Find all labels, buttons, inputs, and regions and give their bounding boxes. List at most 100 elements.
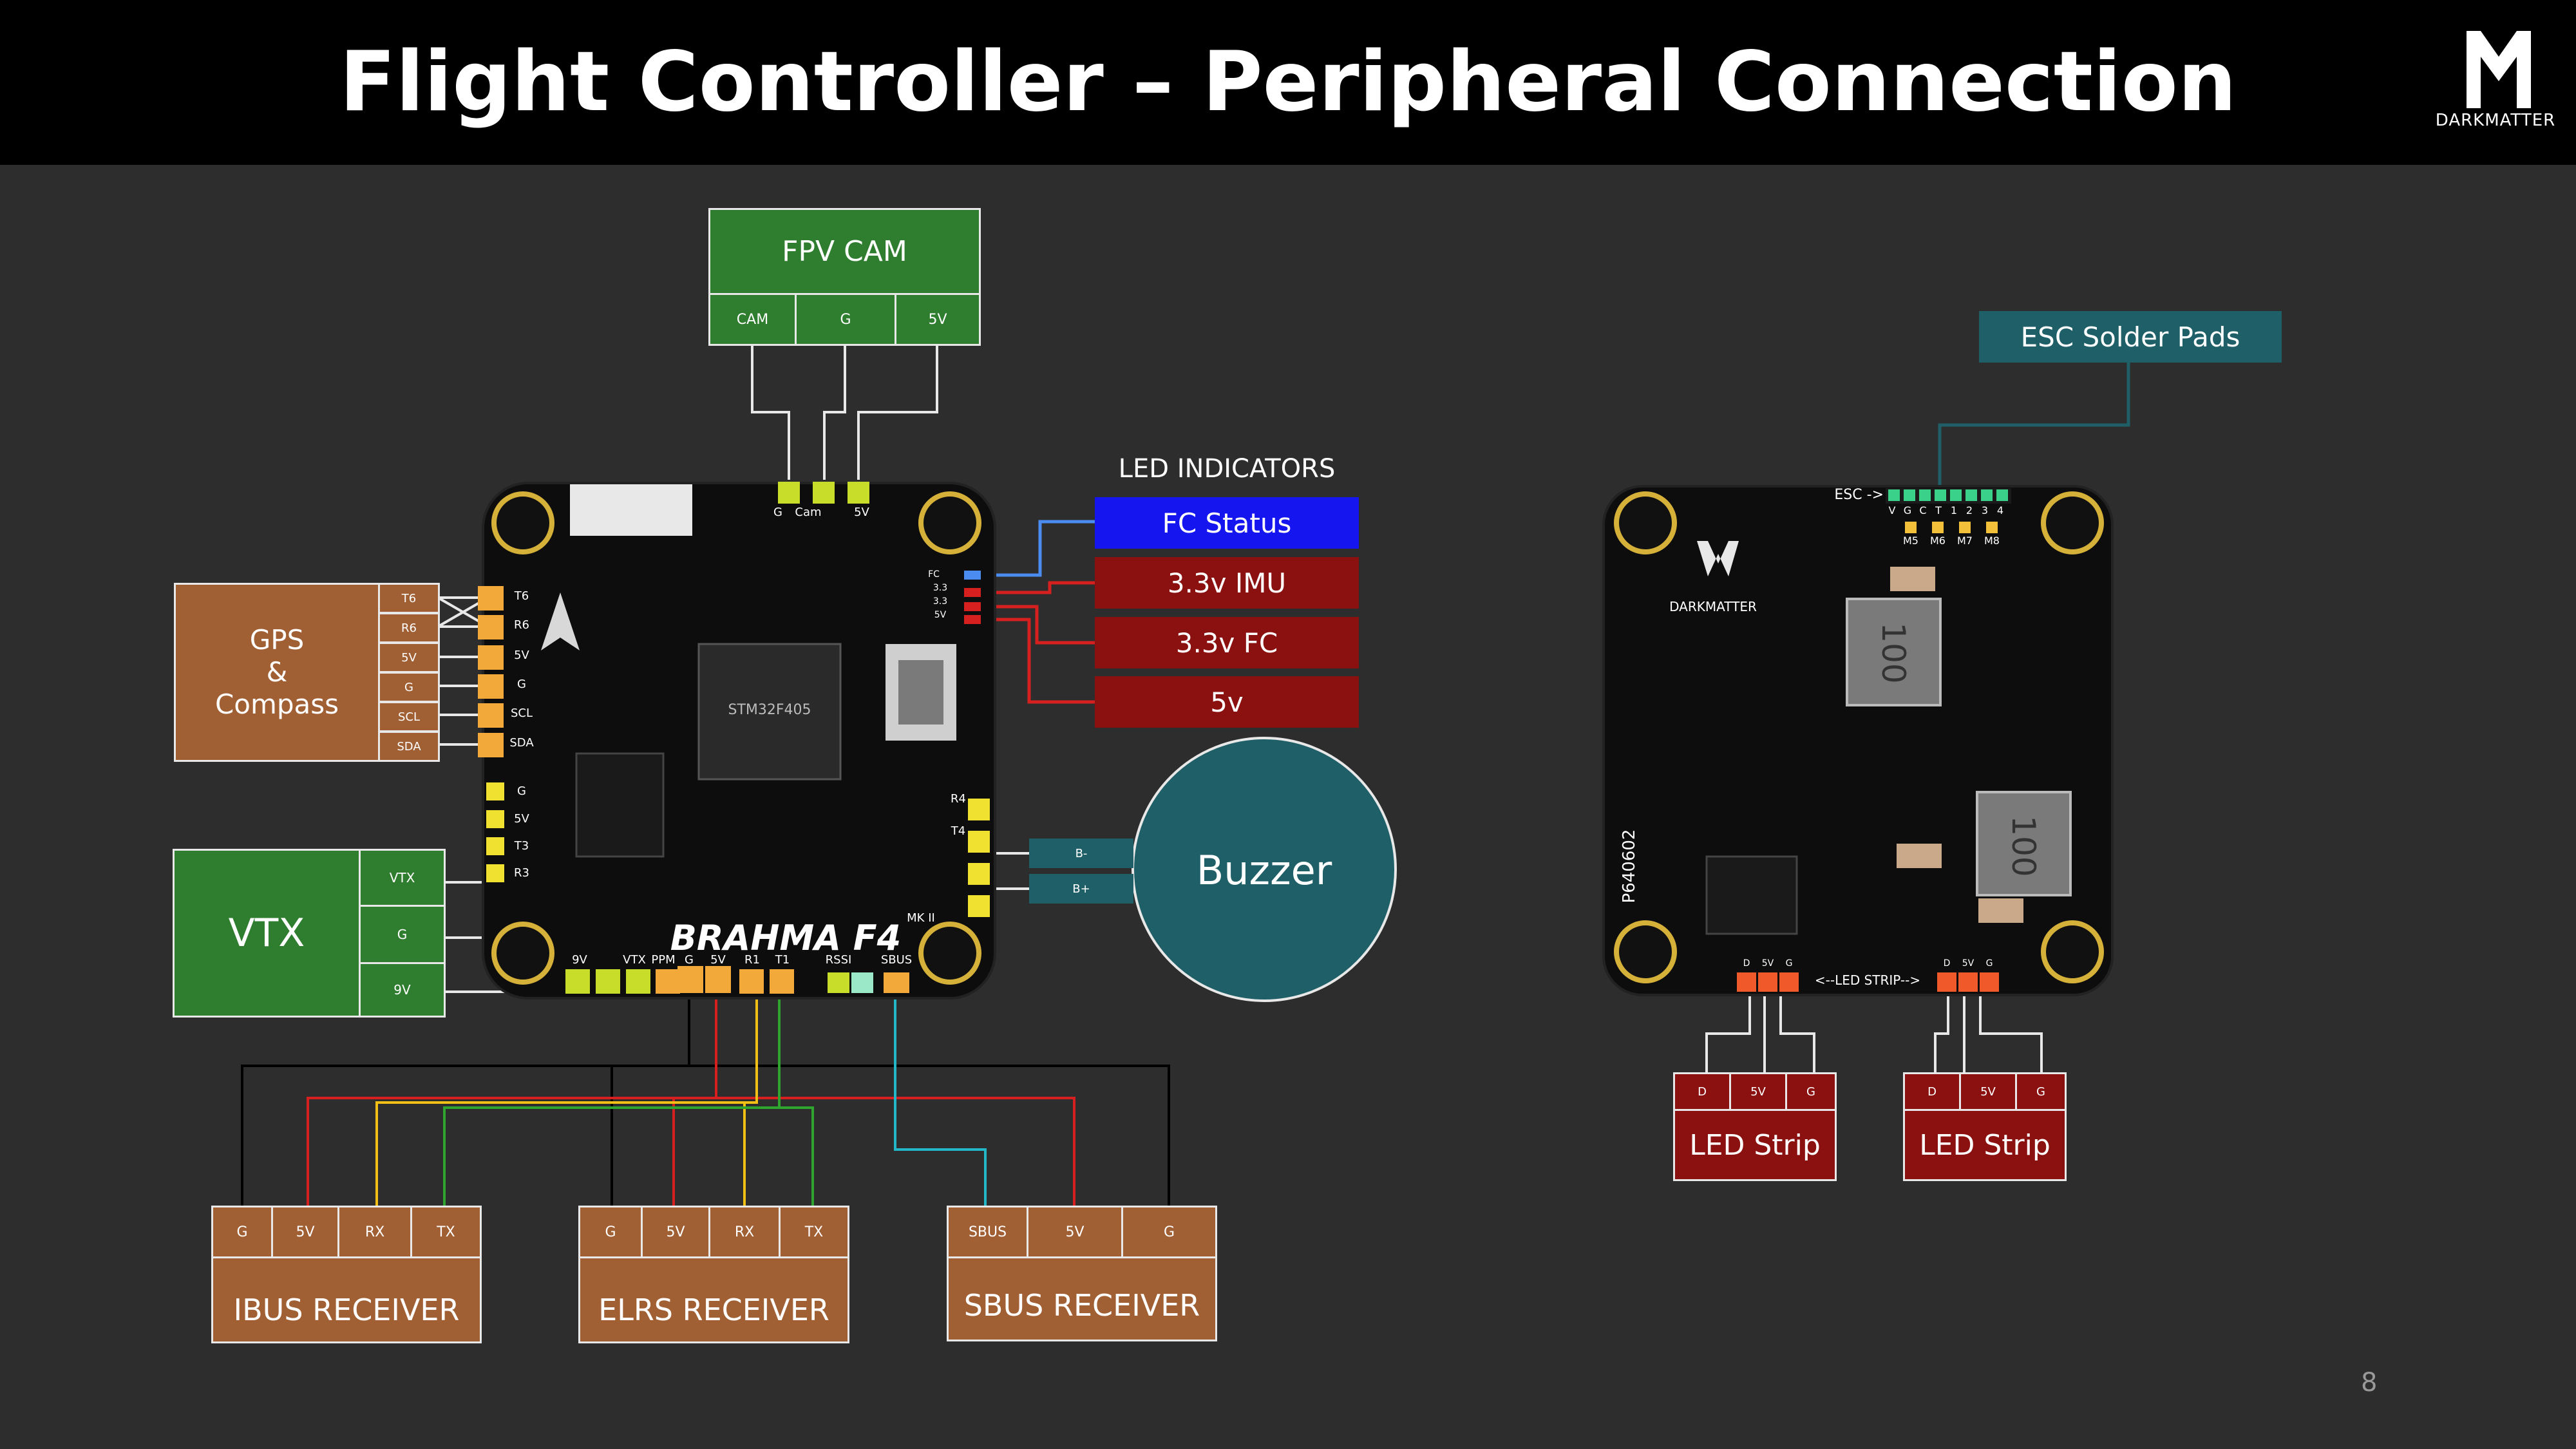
- esc-pad-label: 3: [1981, 504, 1989, 516]
- elrs-pin: TX: [779, 1206, 849, 1258]
- led-strip-1-pin: 5V: [1729, 1072, 1787, 1111]
- gps-pin: R6: [378, 612, 440, 643]
- led-strip-2-pin: G: [2015, 1072, 2067, 1111]
- ibus-pin: 5V: [271, 1206, 339, 1258]
- buzzer-pin-pos: B+: [1029, 874, 1133, 904]
- vtx-pin: VTX: [359, 849, 446, 907]
- fc-pad-label: PPM: [651, 953, 676, 967]
- page-number: 8: [2361, 1368, 2378, 1397]
- fpv-cam-title: FPV CAM: [708, 208, 981, 295]
- led-5v: 5v: [1095, 676, 1359, 728]
- esc-pad-label: 4: [1996, 504, 2004, 516]
- fc-brand-label: BRAHMA F4: [670, 918, 902, 958]
- fpv-cam-pin: G: [795, 293, 896, 346]
- pdb-inductor-2-label: 100: [2005, 815, 2042, 877]
- fc-mark-label: MK II: [907, 911, 935, 925]
- sbus-receiver-title: SBUS RECEIVER: [947, 1256, 1217, 1341]
- fc-pad-label: 5V: [710, 953, 726, 967]
- elrs-pin: RX: [708, 1206, 781, 1258]
- esc-pad-label: T: [1935, 504, 1942, 516]
- led-strip-1-title: LED Strip: [1673, 1109, 1837, 1181]
- buzzer-label: Buzzer: [1196, 847, 1332, 894]
- pdb-inductor-1-label: 100: [1875, 622, 1912, 684]
- fc-pad-label: T1: [775, 953, 790, 967]
- vtx-title: VTX: [173, 849, 361, 1018]
- fc-pad-label: T3: [514, 839, 529, 853]
- fc-chip-label: STM32F405: [728, 702, 811, 718]
- fc-pad-label: G: [517, 677, 526, 691]
- fc-pad-label: VTX: [623, 953, 646, 967]
- fc-pad-label: 5V: [514, 649, 529, 662]
- fc-pad-label: 5V: [514, 812, 529, 826]
- fc-led-label: 3.3: [933, 583, 948, 593]
- fpv-cam-pin: 5V: [895, 293, 981, 346]
- esc-pad-label: 2: [1965, 504, 1973, 516]
- fc-pad-label: 9V: [572, 953, 587, 967]
- gps-pin: 5V: [378, 642, 440, 673]
- fc-pad-label: T6: [514, 589, 529, 603]
- led-strip-2-title: LED Strip: [1903, 1109, 2067, 1181]
- gps-title-line: GPS: [249, 624, 305, 656]
- pdb-id-label: P640602: [1620, 829, 1639, 904]
- fc-pad-label: Cam: [795, 506, 822, 519]
- esc-pad-label: ESC ->: [1834, 487, 1884, 503]
- pdb-strip-pin-label: G: [1785, 958, 1793, 969]
- led-indicators-title: LED INDICATORS: [1118, 454, 1336, 484]
- gps-title-line: Compass: [214, 688, 339, 720]
- gps-pin: G: [378, 672, 440, 703]
- sbus-pin: SBUS: [947, 1206, 1028, 1258]
- pdb-brand-label: DARKMATTER: [1669, 599, 1757, 614]
- esc-pad-label: C: [1919, 504, 1927, 516]
- buzzer-circle: [1132, 737, 1397, 1002]
- gps-title-line: &: [266, 656, 288, 688]
- fc-pad-label: 5V: [854, 506, 869, 519]
- pdb-strip-pin-label: D: [1943, 958, 1951, 969]
- esc-motor-label: M7: [1957, 535, 1973, 547]
- fc-led-label: FC: [928, 569, 940, 580]
- esc-solder-pads-label: ESC Solder Pads: [1979, 311, 2282, 363]
- ibus-receiver-title: IBUS RECEIVER: [211, 1256, 482, 1343]
- fc-pad-label: G: [517, 784, 526, 798]
- led-fc-status: FC Status: [1095, 497, 1359, 549]
- logo-text: DARKMATTER: [2435, 111, 2556, 130]
- elrs-receiver-title: ELRS RECEIVER: [578, 1256, 849, 1343]
- darkmatter-logo-icon: [2467, 31, 2531, 108]
- fc-pad-label: SDA: [509, 736, 534, 750]
- esc-pad-label: 1: [1950, 504, 1958, 516]
- led-strip-2-pin: 5V: [1959, 1072, 2017, 1111]
- gps-pin: SDA: [378, 731, 440, 762]
- fc-pad-label: SBUS: [880, 953, 913, 967]
- elrs-pin: 5V: [641, 1206, 710, 1258]
- page-title: Flight Controller – Peripheral Connectio…: [339, 34, 2237, 130]
- pdb-strip-pin-label: D: [1743, 958, 1750, 969]
- fc-pad-label: RSSI: [825, 953, 852, 967]
- ibus-pin: RX: [337, 1206, 412, 1258]
- fc-pad-label: G: [685, 953, 694, 967]
- esc-pad-label: V: [1888, 504, 1896, 516]
- sbus-pin: G: [1121, 1206, 1217, 1258]
- fc-pad-label: R4: [951, 792, 966, 806]
- led-3v3-imu: 3.3v IMU: [1095, 557, 1359, 609]
- esc-motor-label: M6: [1930, 535, 1946, 547]
- ibus-pin: G: [211, 1206, 273, 1258]
- gps-pin: SCL: [378, 701, 440, 732]
- fc-pad-label: R6: [514, 618, 529, 632]
- led-strip-2-pin: D: [1903, 1072, 1961, 1111]
- led-strip-1-pin: G: [1785, 1072, 1837, 1111]
- gps-pin: T6: [378, 583, 440, 614]
- elrs-pin: G: [578, 1206, 643, 1258]
- fpv-cam-pin: CAM: [708, 293, 797, 346]
- power-distribution-board: [1602, 485, 2114, 996]
- fc-pad-label: R1: [744, 953, 760, 967]
- header-bar: [0, 0, 2576, 165]
- esc-motor-label: M8: [1984, 535, 2000, 547]
- fc-pad-label: R3: [514, 866, 529, 880]
- pdb-ledstrip-label: <--LED STRIP-->: [1814, 972, 1921, 988]
- gps-compass-title: GPS & Compass: [174, 583, 380, 762]
- led-strip-1-pin: D: [1673, 1072, 1731, 1111]
- fc-pad-label: G: [773, 506, 782, 519]
- pdb-strip-pin-label: 5V: [1962, 958, 1975, 969]
- buzzer-pin-neg: B-: [1029, 838, 1133, 868]
- fc-pad-label: SCL: [510, 706, 533, 720]
